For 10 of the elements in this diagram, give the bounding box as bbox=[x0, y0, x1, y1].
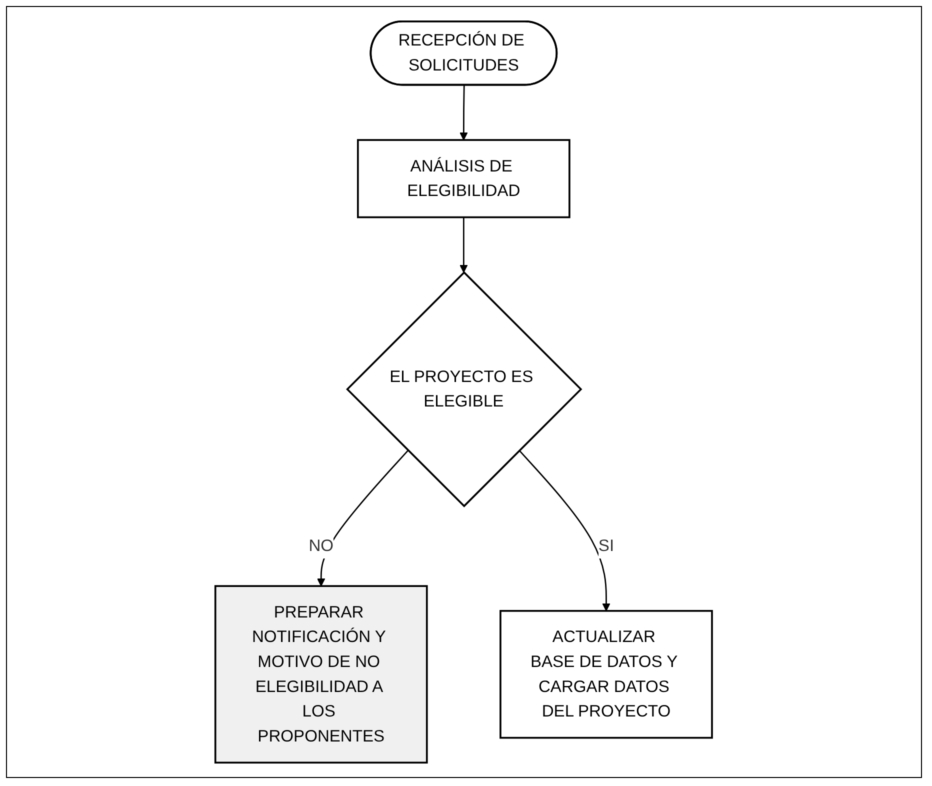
node-box: ANÁLISIS DE ELEGIBILIDAD bbox=[357, 139, 571, 218]
node-box: PREPARAR NOTIFICACIÓN Y MOTIVO DE NO ELEGIBILIDAD A LOS PROPONENTES bbox=[214, 585, 428, 764]
arrow bbox=[460, 217, 468, 273]
arrow bbox=[317, 450, 409, 586]
edge-label: SI bbox=[598, 536, 614, 555]
arrow bbox=[460, 85, 468, 140]
node-diamond: EL PROYECTO ES ELEGIBLE bbox=[346, 271, 583, 508]
edge-label: NO bbox=[309, 536, 334, 555]
arrow bbox=[519, 450, 611, 612]
node-box: ACTUALIZAR BASE DE DATOS Y CARGAR DATOS DEL PROYECTO bbox=[500, 610, 714, 739]
